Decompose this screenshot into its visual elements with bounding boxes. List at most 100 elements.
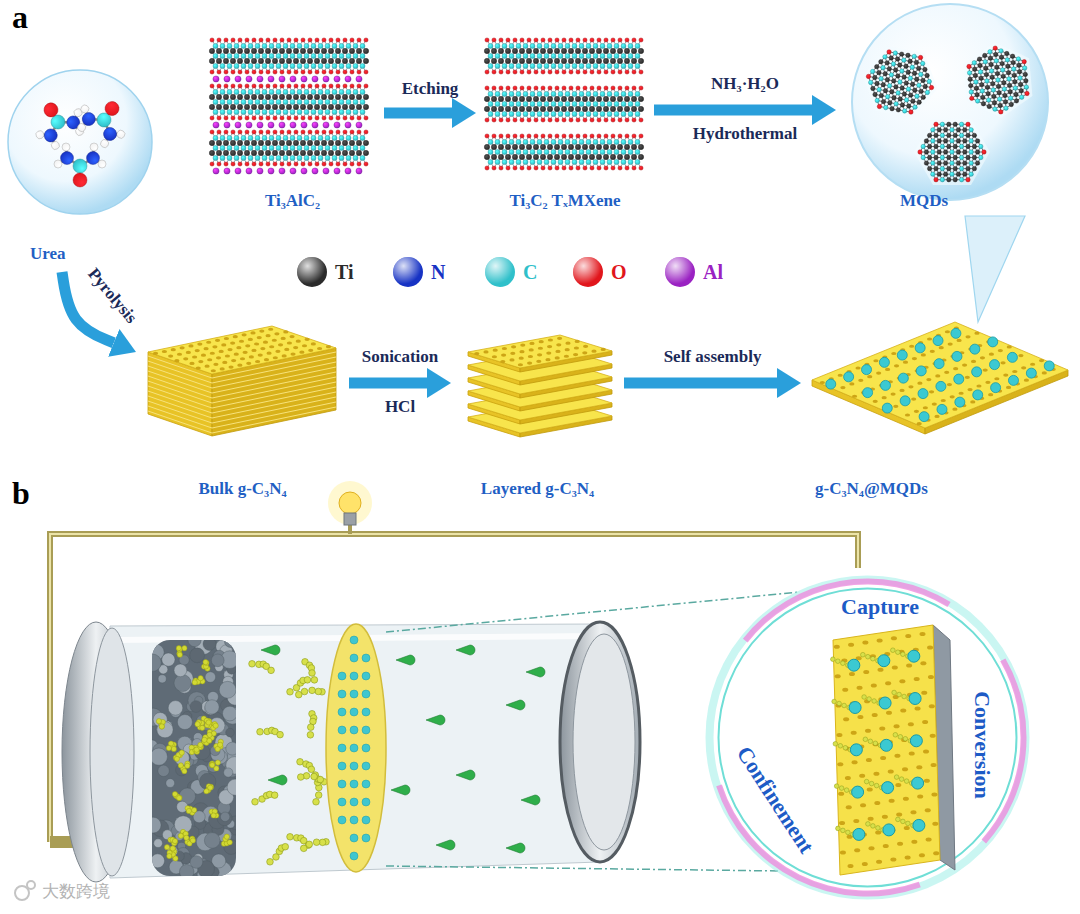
max-phase-layers-part xyxy=(220,156,225,161)
mxene-layers-part xyxy=(513,134,517,138)
max-phase-layers-part xyxy=(364,162,368,166)
composite-sheet-part xyxy=(923,406,928,409)
quantum-dot-flake-part xyxy=(1012,67,1016,71)
quantum-dot-flake-part xyxy=(959,144,963,148)
mxene-layers-part xyxy=(484,154,489,159)
cathode-part xyxy=(166,779,175,788)
mxene-layers-part xyxy=(492,134,496,138)
quantum-dot-flake-part xyxy=(885,61,889,65)
max-phase-layers-part xyxy=(245,162,249,166)
mxene-layers-part xyxy=(554,144,559,149)
max-phase-layers-part xyxy=(294,38,298,42)
quantum-dot-flake-part xyxy=(993,46,997,50)
mxene-layers-part xyxy=(499,70,503,74)
max-phase-layers-part xyxy=(231,116,235,120)
max-phase-layers-part xyxy=(210,116,214,120)
max-phase-layers-part xyxy=(234,146,239,151)
mxene-layers-part xyxy=(561,58,566,63)
max-phase-layers-part xyxy=(248,156,253,161)
bulk-sheet-stack-part xyxy=(234,353,239,356)
max-phase-layers-part xyxy=(297,110,302,115)
max-phase-layers-part xyxy=(334,168,340,174)
max-phase-layers-part xyxy=(217,116,221,120)
max-phase-layers-part xyxy=(273,130,277,134)
quantum-dot-flake-part xyxy=(1009,102,1013,106)
urea-molecule-part xyxy=(61,152,74,165)
mxene-layers-part xyxy=(600,64,605,69)
mxene-layers-part xyxy=(611,166,615,170)
max-phase-layers-part xyxy=(258,104,263,109)
quantum-dot-flake-part xyxy=(959,166,963,170)
max-phase-layers-part xyxy=(332,110,337,115)
quantum-dot-flake-part xyxy=(1005,58,1009,62)
quantum-dot-flake-part xyxy=(963,172,967,176)
quantum-dot-flake-part xyxy=(875,98,879,102)
quantum-dot-flake-part xyxy=(911,99,915,103)
max-phase-layers-part xyxy=(318,110,323,115)
max-phase-layers-part xyxy=(357,162,361,166)
mxene-layers-part xyxy=(562,134,566,138)
max-phase-layers-part xyxy=(276,100,281,105)
quantum-dot-flake-part xyxy=(887,67,891,71)
max-phase-layers-part xyxy=(308,84,312,88)
cathode-part xyxy=(152,854,165,868)
mxene-layers-part xyxy=(582,58,587,63)
mxene-layers-part xyxy=(568,154,573,159)
max-phase-layers-part xyxy=(293,140,298,145)
quantum-dot-flake-part xyxy=(986,98,990,102)
quantum-dot-flake-part xyxy=(937,128,941,132)
max-phase-layers-part xyxy=(227,64,232,69)
bulk-sheet-stack-part xyxy=(148,382,336,408)
max-phase-layers-part xyxy=(356,104,361,109)
cathode-part xyxy=(178,763,183,768)
mxene-layers-part xyxy=(565,54,570,59)
mxene-layers-part xyxy=(614,44,619,49)
max-phase-layers-part xyxy=(353,146,358,151)
mxene-layers-part xyxy=(488,140,493,145)
mxene-layers-part xyxy=(505,106,510,111)
quantum-dot-flake-part xyxy=(940,155,944,159)
max-phase-layers-part xyxy=(360,54,365,59)
quantum-dot-flake-part xyxy=(981,102,985,106)
quantum-dot-flake-part xyxy=(1014,92,1018,96)
mxene-layers-part xyxy=(568,144,573,149)
mxene-layers-part xyxy=(589,144,594,149)
max-phase-layers-part xyxy=(360,146,365,151)
max-phase-layers-part xyxy=(272,58,277,63)
max-phase-layers-part xyxy=(268,122,274,128)
max-phase-layers-part xyxy=(311,44,316,49)
max-phase-layers-part xyxy=(262,156,267,161)
max-phase-layers-part xyxy=(224,70,228,74)
max-phase-layers-part xyxy=(357,38,361,42)
mxene-layers-part xyxy=(632,86,636,90)
cathode-part xyxy=(162,653,175,666)
max-phase-layers-part xyxy=(258,150,263,155)
max-phase-layers-part xyxy=(290,136,295,141)
quantum-dot-flake-part xyxy=(978,70,982,74)
max-phase-layers-part xyxy=(252,70,256,74)
max-phase-layers-part xyxy=(300,104,305,109)
composite-sheet-part xyxy=(862,365,872,375)
max-phase-layers-part xyxy=(265,58,270,63)
mxene-layers-part xyxy=(541,86,545,90)
max-phase-layers-part xyxy=(307,150,312,155)
mxene-layers-part xyxy=(551,54,556,59)
quantum-dot-flake-part xyxy=(915,77,919,81)
mxene-layers-part xyxy=(484,48,489,53)
max-phase-layers-part xyxy=(290,44,295,49)
quantum-dot-flake-part xyxy=(1005,51,1009,55)
mxene-layers-part xyxy=(527,118,531,122)
composite-sheet-part xyxy=(970,400,975,403)
urea-molecule-part xyxy=(87,152,100,165)
composite-sheet-part xyxy=(985,381,990,384)
max-phase-layers-part xyxy=(272,104,277,109)
max-phase-layers-part xyxy=(213,44,218,49)
cathode-part xyxy=(176,646,181,651)
quantum-dot-flake-part xyxy=(902,109,906,113)
cathode-part xyxy=(167,853,172,858)
mxene-layers-part xyxy=(610,154,615,159)
layered-sheets-part xyxy=(539,340,544,343)
bulk-sheet-stack-part xyxy=(198,360,203,363)
cathode-part xyxy=(174,664,187,677)
max-phase-layers-part xyxy=(224,38,228,42)
